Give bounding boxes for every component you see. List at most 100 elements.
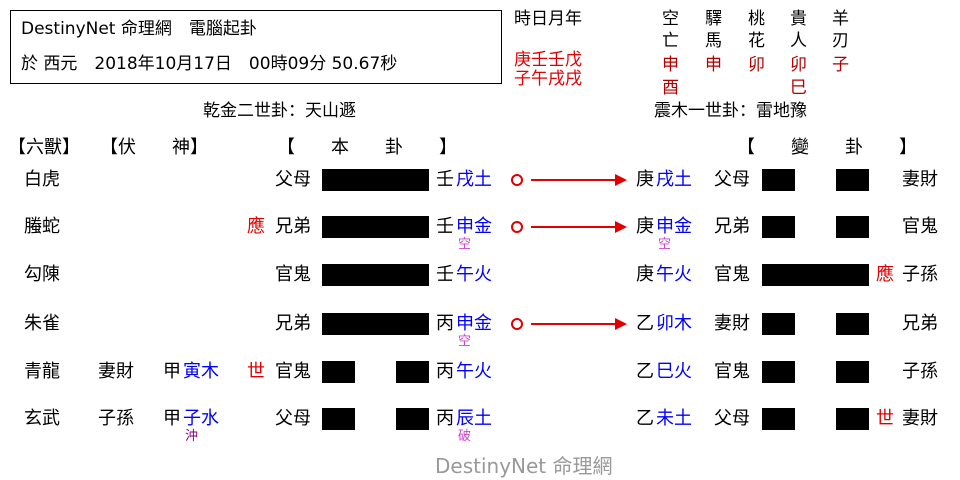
shensha-name-top: 貴	[790, 9, 807, 29]
bian-gua-yin-line-right	[836, 408, 869, 430]
calendar-label: 時日月年	[514, 9, 582, 29]
ben-gua-yang-line	[322, 264, 429, 286]
fu-shen-branch: 子水	[183, 408, 219, 429]
ben-gua-yang-line	[322, 216, 429, 238]
ben-gua-note: 破	[458, 429, 472, 444]
bian-gua-yang-line	[762, 264, 869, 286]
shensha-value-1: 卯	[748, 55, 765, 75]
moving-line-circle	[511, 174, 523, 186]
bian-gua-stem: 乙	[636, 361, 654, 382]
ben-gua-yang-line	[322, 169, 429, 191]
ben-gua-note: 空	[458, 334, 472, 349]
ben-gua-yang-line	[322, 313, 429, 335]
bian-gua-yin-line-right	[836, 361, 869, 383]
bian-gua-yin-line-left	[762, 408, 795, 430]
fu-shen-stem: 甲	[163, 361, 181, 382]
six-beast-label: 白虎	[24, 169, 60, 190]
ben-gua-branch: 申金	[456, 216, 492, 237]
bian-gua-relation-right: 子孫	[902, 361, 938, 382]
six-beast-label: 朱雀	[24, 313, 60, 334]
shensha-value-1: 申	[662, 55, 679, 75]
ben-gua-relation: 官鬼	[275, 264, 311, 285]
bian-gua-stem: 庚	[636, 169, 654, 190]
fu-shen-header: 【伏 神】	[100, 137, 208, 158]
shensha-name-top: 羊	[832, 9, 849, 29]
bian-gua-relation-right: 妻財	[902, 408, 938, 429]
six-beasts-header: 【六獸】	[8, 137, 80, 158]
ben-gua-stem: 壬	[436, 216, 454, 237]
six-beast-label: 勾陳	[24, 264, 60, 285]
shensha-name-top: 桃	[748, 9, 765, 29]
bian-gua-relation: 官鬼	[714, 264, 750, 285]
bian-gua-relation-right: 妻財	[902, 169, 938, 190]
ben-gua-branch: 辰土	[456, 408, 492, 429]
bian-gua-yin-line-left	[762, 169, 795, 191]
ben-gua-relation: 兄弟	[275, 216, 311, 237]
bian-gua-header: 【 變 卦 】	[737, 137, 917, 158]
ben-gua-branch: 戌土	[456, 169, 492, 190]
bian-gua-marker: 應	[876, 264, 894, 285]
datetime-text: 於 西元 2018年10月17日 00時09分 50.67秒	[21, 54, 398, 74]
moving-arrow-head	[615, 318, 627, 330]
bian-gua-relation: 妻財	[714, 313, 750, 334]
bian-gua-relation: 官鬼	[714, 361, 750, 382]
shensha-value-1: 子	[832, 55, 849, 75]
shensha-name-bottom: 亡	[662, 31, 679, 51]
watermark-text: DestinyNet 命理網	[435, 454, 613, 478]
ben-gua-marker: 世	[247, 361, 265, 382]
ben-gua-yin-line-left	[322, 408, 355, 430]
ben-gua-branch: 午火	[456, 361, 492, 382]
bian-gua-stem: 乙	[636, 408, 654, 429]
ben-gua-yin-line-right	[396, 408, 429, 430]
moving-arrow-line	[531, 226, 617, 228]
ben-gua-marker: 應	[247, 216, 265, 237]
shensha-value-1: 申	[705, 55, 722, 75]
bian-gua-relation: 父母	[714, 169, 750, 190]
app-title: DestinyNet 命理網 電腦起卦	[21, 19, 257, 39]
ben-gua-branch: 申金	[456, 313, 492, 334]
moving-arrow-line	[531, 323, 617, 325]
shensha-name-top: 驛	[705, 9, 722, 29]
six-beast-label: 青龍	[24, 361, 60, 382]
ben-gua-relation: 官鬼	[275, 361, 311, 382]
fu-shen-note: 沖	[185, 429, 199, 444]
bian-gua-relation-right: 兄弟	[902, 313, 938, 334]
moving-line-circle	[511, 318, 523, 330]
ben-gua-note: 空	[458, 237, 472, 252]
shensha-name-bottom: 馬	[705, 31, 722, 51]
bian-gua-yin-line-left	[762, 216, 795, 238]
fu-shen-relation: 子孫	[98, 408, 134, 429]
ben-gua-branch: 午火	[456, 264, 492, 285]
fu-shen-relation: 妻財	[98, 361, 134, 382]
calendar-branches: 子午戌戌	[514, 69, 582, 89]
fu-shen-stem: 甲	[163, 408, 181, 429]
bian-gua-yin-line-right	[836, 216, 869, 238]
bian-gua-yin-line-right	[836, 169, 869, 191]
fu-shen-branch: 寅木	[183, 361, 219, 382]
main-hexagram-name: 乾金二世卦：天山遯	[203, 101, 356, 121]
shensha-value-2: 酉	[662, 78, 679, 98]
bian-gua-stem: 庚	[636, 264, 654, 285]
bian-gua-relation: 兄弟	[714, 216, 750, 237]
bian-gua-relation-right: 官鬼	[902, 216, 938, 237]
ben-gua-header: 【 本 卦 】	[277, 137, 457, 158]
bian-gua-branch: 申金	[656, 216, 692, 237]
six-beast-label: 螣蛇	[24, 216, 60, 237]
six-beast-label: 玄武	[24, 408, 60, 429]
bian-gua-branch: 卯木	[656, 313, 692, 334]
ben-gua-relation: 父母	[275, 169, 311, 190]
moving-arrow-head	[615, 174, 627, 186]
bian-gua-note: 空	[658, 237, 672, 252]
shensha-name-bottom: 刃	[832, 31, 849, 51]
bian-gua-marker: 世	[876, 408, 894, 429]
shensha-name-bottom: 人	[790, 31, 807, 51]
moving-arrow-head	[615, 221, 627, 233]
moving-arrow-line	[531, 179, 617, 181]
bian-gua-yin-line-left	[762, 361, 795, 383]
ben-gua-yin-line-left	[322, 361, 355, 383]
moving-line-circle	[511, 221, 523, 233]
changed-hexagram-name: 震木一世卦：雷地豫	[654, 101, 807, 121]
bian-gua-relation: 父母	[714, 408, 750, 429]
shensha-value-1: 卯	[790, 55, 807, 75]
shensha-name-top: 空	[662, 9, 679, 29]
